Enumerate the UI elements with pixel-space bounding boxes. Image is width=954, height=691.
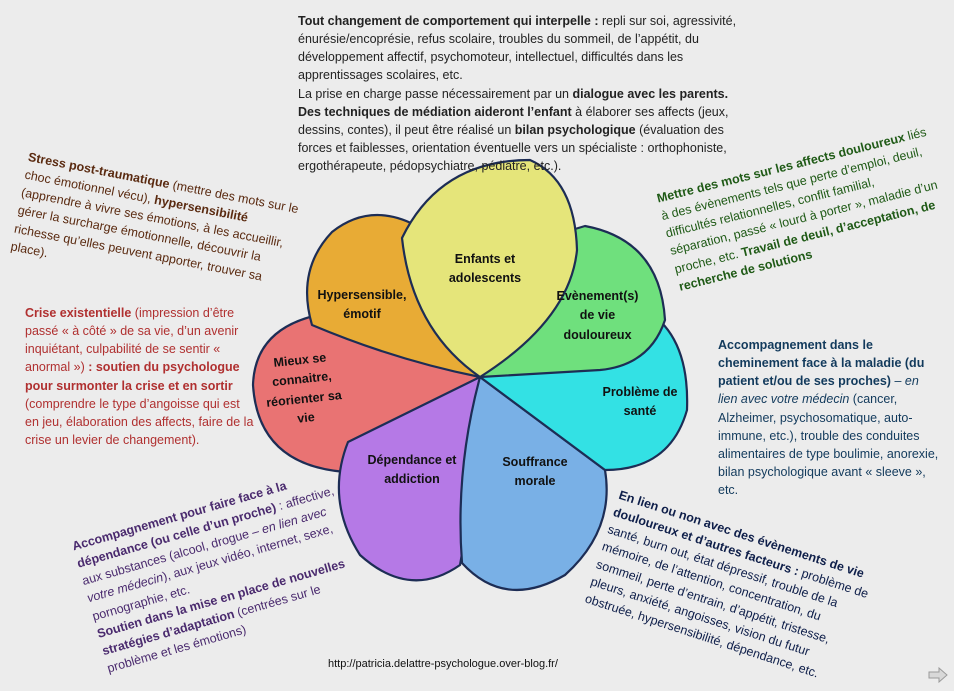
petal-label-enfants: Enfants et adolescents (448, 252, 522, 286)
note-crise-text1: (impression d’être passé « à côté » de s… (25, 306, 239, 375)
note-enfants-bold2: Des techniques de médiation aideront l’e… (298, 104, 572, 119)
petal-label-evenement: Evènement(s) de vie douloureux (556, 289, 639, 342)
note-enfants-text3: à élaborer ses affects (jeux, dessins, c… (298, 104, 729, 137)
note-maladie-text: (cancer, Alzheimer, psychosomatique, aut… (718, 392, 939, 497)
petal-enfants-adolescents (400, 158, 579, 379)
note-enfants-title: Tout changement de comportement qui inte… (298, 14, 599, 28)
next-arrow-icon[interactable] (928, 667, 948, 683)
note-maladie-title: Accompagnement dans le cheminement face … (718, 338, 925, 389)
petal-label-hypersensible: Hypersensible, émotif (317, 288, 407, 322)
note-maladie-ital: en lien avec votre médecin (718, 374, 919, 407)
petal-label-souffrance: Souffrance morale (502, 455, 568, 489)
note-crise: Crise existentielle (impression d’être p… (25, 304, 255, 449)
petal-label-probleme: Problème de santé (602, 385, 678, 419)
petal-label-mieux: Mieux se connaitre, réorienter sa vie (265, 350, 343, 426)
note-crise-bold: : soutien du psychologue pour surmonter … (25, 360, 240, 393)
note-maladie: Accompagnement dans le cheminement face … (718, 336, 940, 499)
petal-label-dependance: Dépendance et addiction (367, 453, 457, 487)
note-maladie-dash: – (890, 374, 905, 389)
note-enfants-bold3: bilan psychologique (514, 122, 636, 137)
petal-souffrance-morale (459, 375, 608, 592)
note-enfants: Tout changement de comportement qui inte… (298, 12, 760, 175)
note-crise-title: Crise existentielle (25, 306, 132, 320)
note-enfants-bold1: dialogue avec les parents. (572, 86, 729, 101)
note-crise-text2: (comprendre le type d’angoisse qui est e… (25, 396, 254, 447)
note-enfants-text: repli sur soi, agressivité, énurésie/enc… (298, 14, 737, 83)
footer-url: http://patricia.delattre-psychologue.ove… (328, 658, 558, 670)
note-enfants-text2: La prise en charge passe nécessairement … (298, 86, 573, 101)
note-enfants-text4: (évaluation des forces et faiblesses, or… (298, 122, 727, 173)
